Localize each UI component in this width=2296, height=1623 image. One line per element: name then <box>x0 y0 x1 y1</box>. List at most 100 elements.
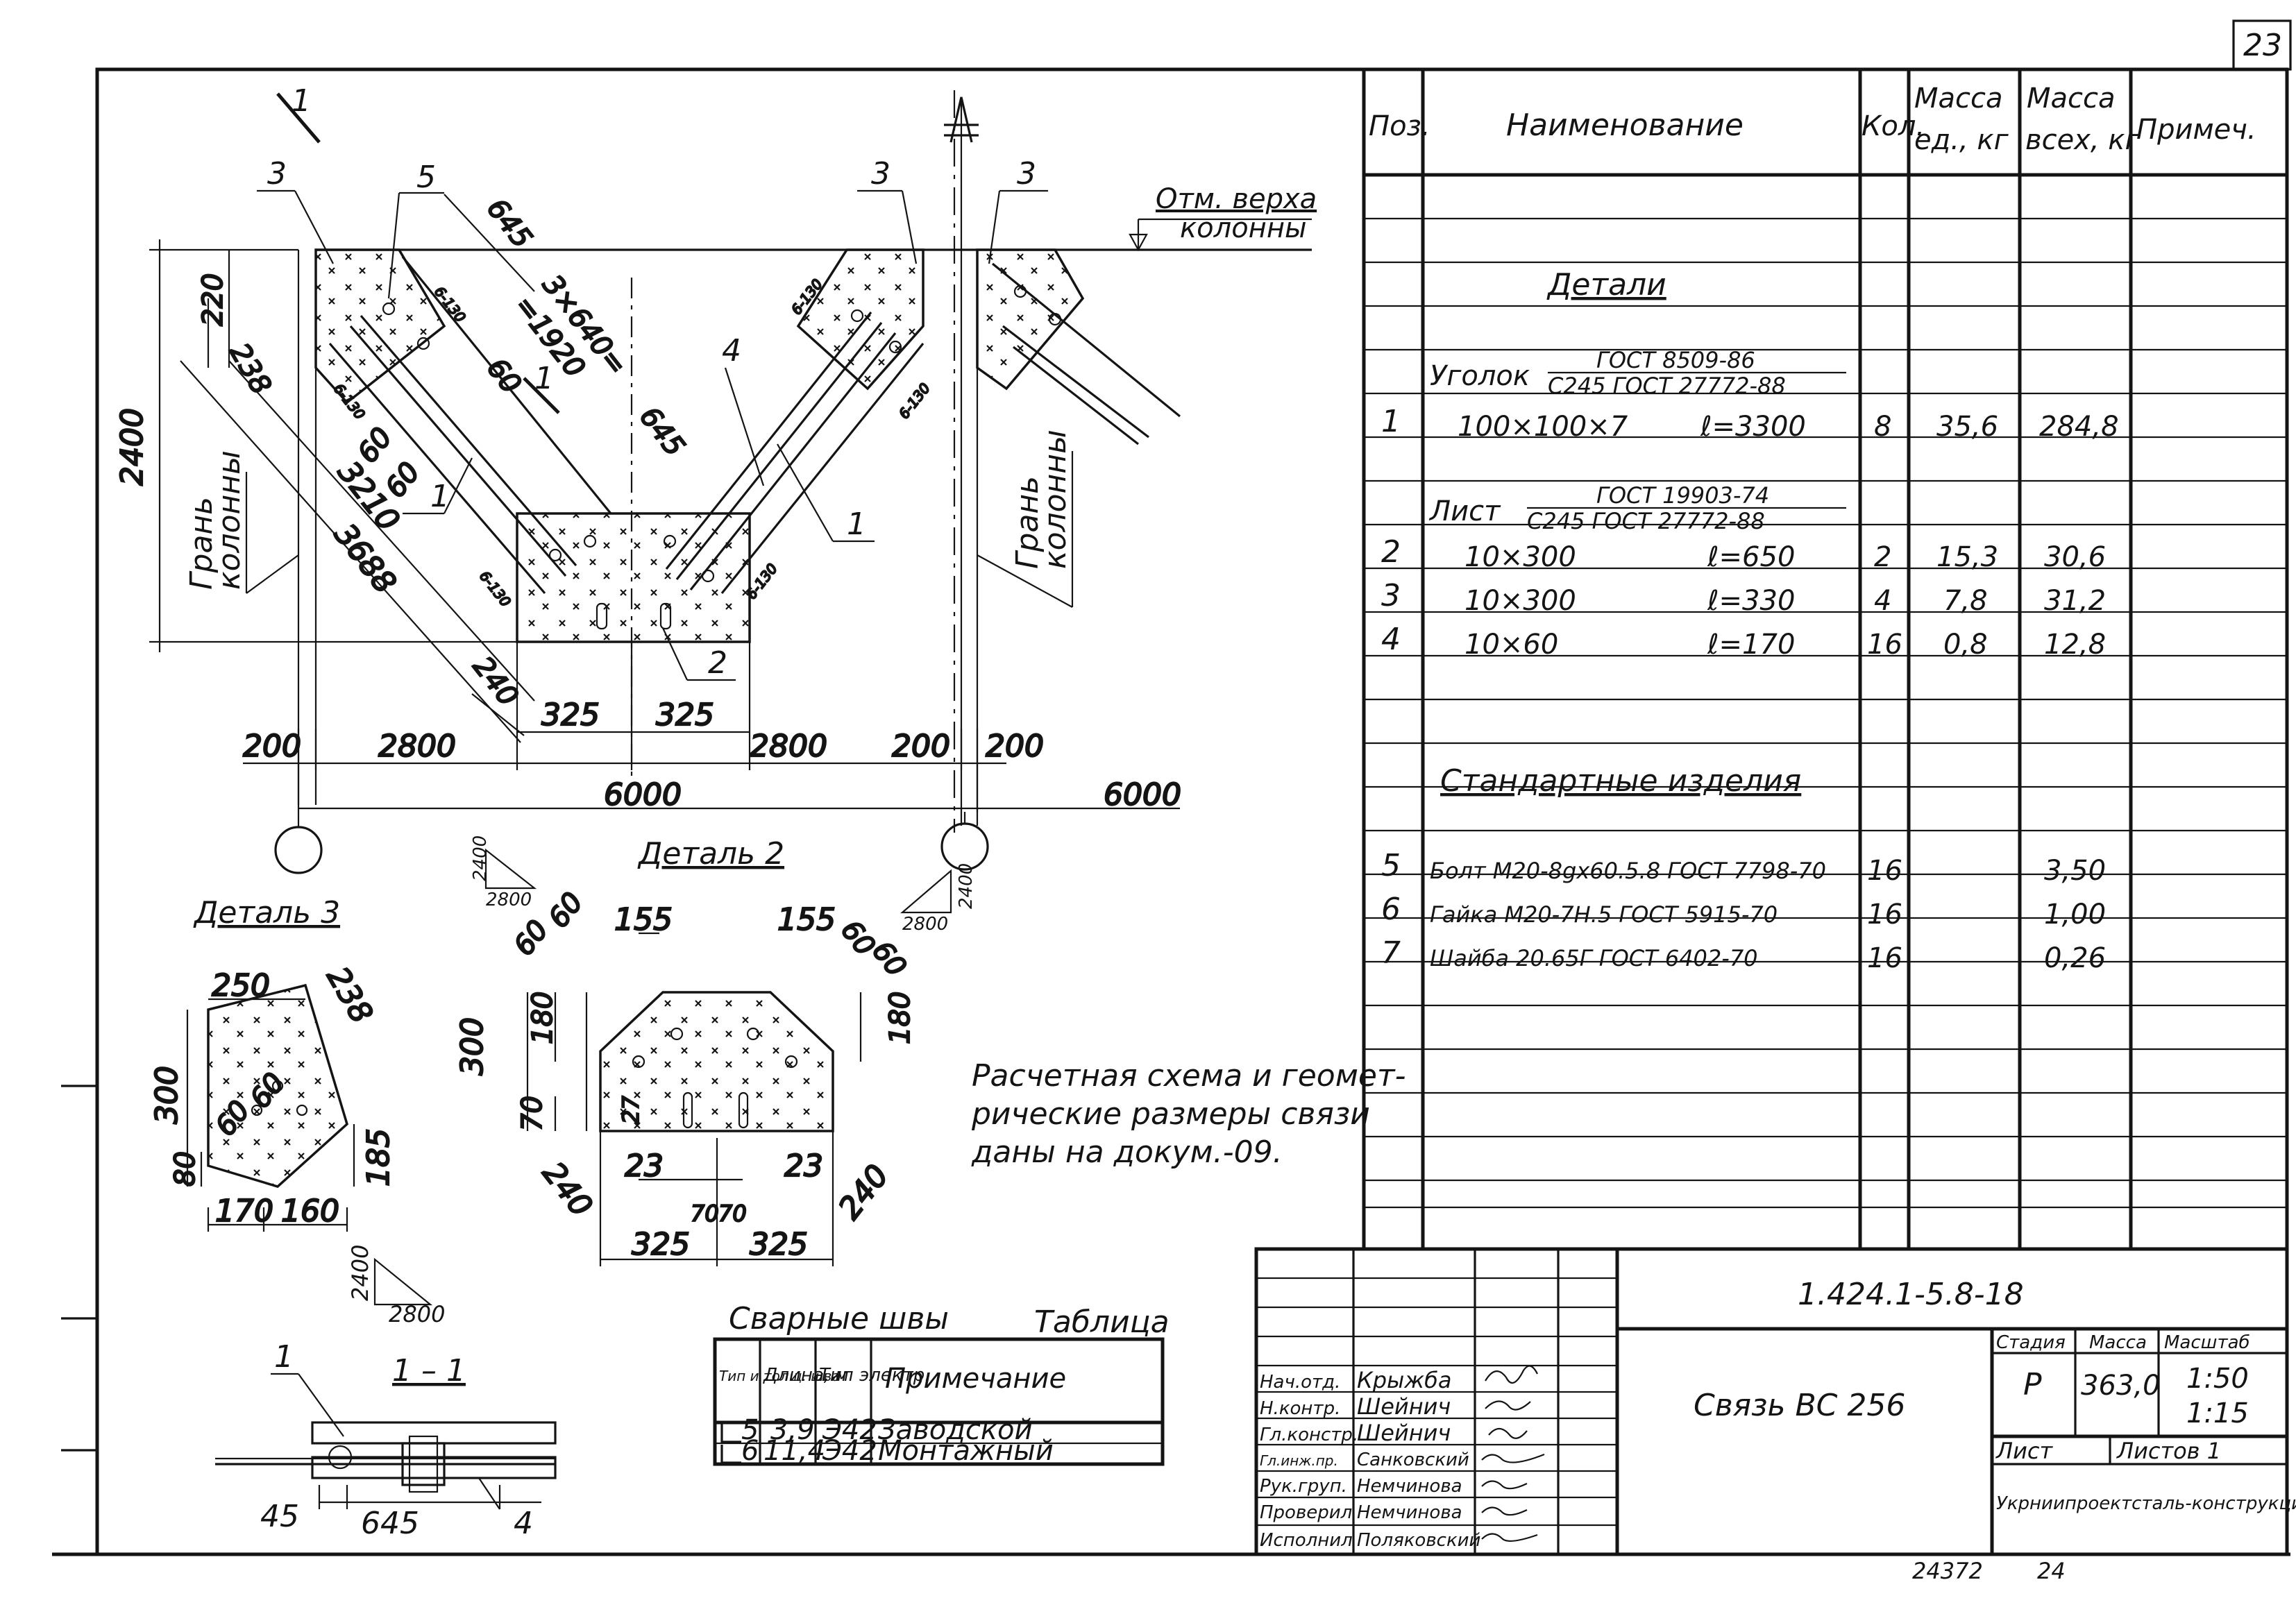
spec-row-2-name: 10×300 <box>1464 541 1576 573</box>
dim-238: 238 <box>223 338 277 400</box>
d3-slope-2400: 2400 <box>347 1245 373 1301</box>
spec-row-3-qty: 4 <box>1874 585 1891 617</box>
section-mark-label-top: 1 <box>292 83 311 119</box>
d2-dim-23-left: 23 <box>625 1148 664 1184</box>
spec-row-1-mass-total: 284,8 <box>2039 411 2119 443</box>
label-column-top-2: колонны <box>1180 212 1307 244</box>
signature-scribble-6 <box>1481 1506 1528 1516</box>
d2-dim-180-right: 180 <box>884 992 916 1044</box>
spec-header-mass-total-2: всех, кг <box>2025 124 2140 156</box>
d2-dim-23-right: 23 <box>784 1148 823 1184</box>
weld-h-type: Тип и толщ. шва <box>719 1368 841 1384</box>
dim-2800-left: 2800 <box>378 729 456 764</box>
d3-dim-80: 80 <box>169 1151 201 1187</box>
d3-dim-160: 160 <box>281 1193 339 1229</box>
sig-role-1: Нач.отд. <box>1260 1372 1340 1393</box>
d3-slope-icon: 2400 2800 <box>347 1245 445 1327</box>
d2-slope-icon-left: 2400 2800 <box>470 835 537 910</box>
weld-symbol-2 <box>720 1445 741 1464</box>
spec-row-5-pos: 5 <box>1381 848 1401 883</box>
detail-2-title: Деталь 2 <box>637 836 784 872</box>
spec-row-2-mass-unit: 15,3 <box>1936 541 1998 573</box>
grid-axis-bubble-left <box>274 826 323 874</box>
spec-row-1-pos: 1 <box>1381 404 1401 439</box>
doc-code: 1.424.1-5.8-18 <box>1798 1277 2024 1312</box>
d2-dim-240-left: 240 <box>535 1155 599 1223</box>
spec-header-name: Наименование <box>1506 108 1744 143</box>
dim-2400: 2400 <box>115 408 150 486</box>
spec-row-6-pos: 6 <box>1381 892 1401 927</box>
spec-row-4-qty: 16 <box>1867 629 1902 661</box>
sig-role-7: Исполнил <box>1260 1530 1353 1551</box>
spec-angle-std-2: С245 ГОСТ 27772-88 <box>1548 373 1786 399</box>
dim-645-top: 645 <box>480 193 538 254</box>
weld-row-1-type: 5 <box>741 1414 759 1446</box>
stage-value: Р <box>2023 1367 2042 1402</box>
sec-callout-4: 4 <box>514 1506 533 1541</box>
spec-row-4-name: 10×60 <box>1464 629 1558 661</box>
d2-dim-300: 300 <box>455 1017 490 1076</box>
bolt-spacing-4: 6-130 <box>895 380 934 422</box>
spec-section-details: Детали <box>1546 267 1666 303</box>
dim-3688: 3688 <box>327 517 403 600</box>
main-elevation: Отм. верха колонны <box>114 83 1317 874</box>
d2-dim-155-left: 155 <box>614 902 673 937</box>
d2-dim-60-b: 60 <box>543 887 590 934</box>
right-brace-angle <box>665 312 925 595</box>
weld-table-title: Сварные швы <box>729 1301 949 1336</box>
section-callout-1: 1 <box>274 1339 294 1375</box>
weld-row-2-len: 11,4 <box>763 1435 825 1467</box>
signature-scribble-4 <box>1481 1453 1545 1463</box>
right-outer-brace <box>991 262 1181 445</box>
d2-dim-70-left: 70 <box>691 1200 719 1227</box>
sig-name-6: Немчинова <box>1357 1502 1462 1523</box>
spec-row-1-mass-unit: 35,6 <box>1936 411 1998 443</box>
spec-row-2-mass-total: 30,6 <box>2044 541 2106 573</box>
section-title: 1 – 1 <box>392 1353 466 1388</box>
spec-row-3-pos: 3 <box>1381 578 1401 613</box>
bolt-markers <box>382 284 1062 630</box>
spec-table: Поз. Наименование Кол. Масса ед., кг Мас… <box>1362 69 2287 1249</box>
spec-angle-std-1: ГОСТ 8509-86 <box>1596 347 1755 373</box>
d2-dim-60-a: 60 <box>508 915 555 962</box>
weld-row-1-len: 3,9 <box>770 1414 815 1446</box>
sig-role-5: Рук.груп. <box>1260 1476 1347 1497</box>
general-note: Расчетная схема и геомет- рические разме… <box>971 1058 1406 1170</box>
d2-slope-right-2400: 2400 <box>956 863 977 909</box>
label-face-left: Грань <box>184 497 219 590</box>
dim-200-mid: 200 <box>892 729 950 764</box>
sig-name-1: Крыжба <box>1357 1367 1451 1393</box>
spec-header-mass-unit: Масса <box>1914 83 2003 114</box>
d2-slope-icon-right: 2400 2800 <box>900 863 977 935</box>
scale-value-2: 1:15 <box>2186 1397 2249 1429</box>
signature-scribble-2 <box>1485 1400 1531 1411</box>
grid-axis-bubble-right <box>940 822 989 871</box>
dim-6000-left: 6000 <box>604 777 682 813</box>
spec-row-3-mass-unit: 7,8 <box>1943 585 1988 617</box>
d2-slope-left-2400: 2400 <box>470 835 491 881</box>
left-brace-angle <box>328 255 612 595</box>
callout-4: 4 <box>722 333 741 368</box>
spec-row-7-qty: 16 <box>1867 942 1902 974</box>
d2-dim-325-left: 325 <box>632 1227 690 1262</box>
symmetry-axis-icon <box>944 96 979 143</box>
section-mark-label-mid: 1 <box>534 361 554 396</box>
spec-row-5-qty: 16 <box>1867 855 1902 887</box>
mass-label: Масса <box>2089 1332 2147 1353</box>
sig-role-2: Н.контр. <box>1260 1398 1340 1419</box>
spec-row-3-len: ℓ=330 <box>1707 585 1795 617</box>
sig-role-4: Гл.инж.пр. <box>1260 1452 1338 1469</box>
spec-row-1-name: 100×100×7 <box>1458 411 1628 443</box>
weld-h-el: Тип электр. <box>819 1365 931 1386</box>
d3-dim-300: 300 <box>149 1066 185 1124</box>
signature-scribble-3 <box>1488 1427 1528 1439</box>
d2-dim-155-right: 155 <box>777 902 836 937</box>
weld-row-1-el: Э42 <box>822 1414 877 1446</box>
spec-row-7-mass-total: 0,26 <box>2044 942 2106 974</box>
sec-dim-645: 645 <box>361 1506 419 1541</box>
archive-sheet: 24 <box>2037 1558 2066 1584</box>
scale-value-1: 1:50 <box>2186 1363 2249 1395</box>
section-1-1: 1 – 1 1 45 645 4 <box>215 1339 557 1541</box>
sig-name-2: Шейнич <box>1357 1393 1451 1420</box>
weld-row-2-type: 6 <box>741 1435 759 1467</box>
